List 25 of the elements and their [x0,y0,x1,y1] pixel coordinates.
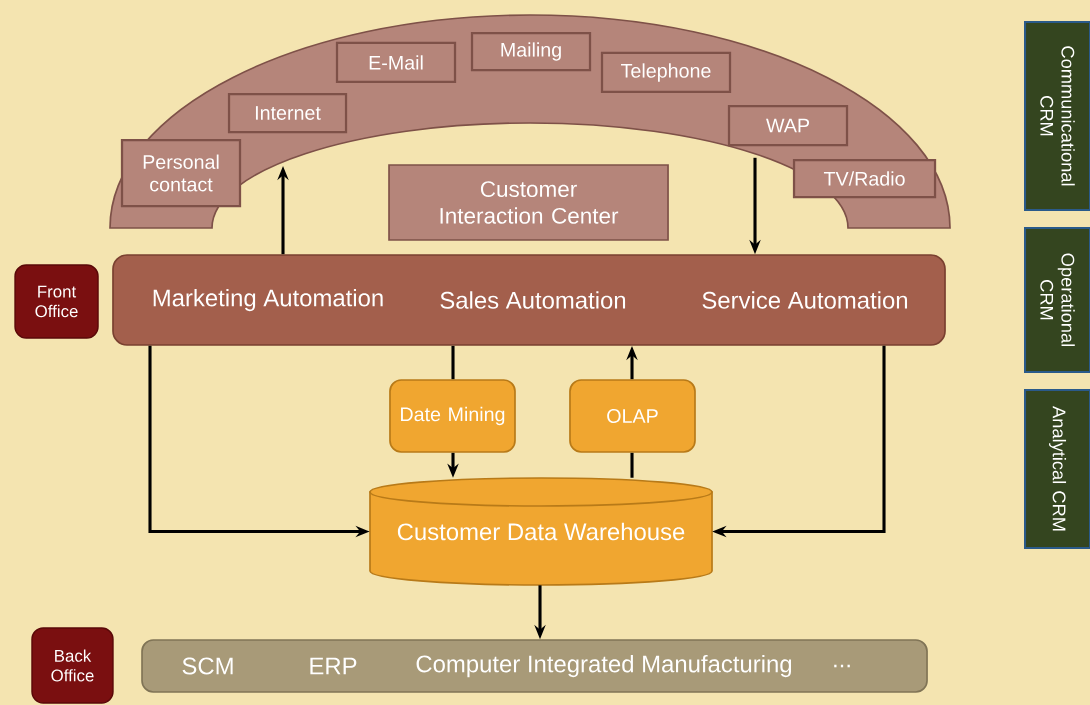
crm-layer-box: Communicational CRM [1023,20,1090,212]
channel-box: Internet [227,92,348,134]
office-box: Back Office [31,627,114,704]
channel-box: Personal contact [120,138,242,208]
office-box: Front Office [14,264,99,339]
database-cylinder: Customer Data Warehouse [369,477,713,586]
channel-box: WAP [727,104,849,147]
bar-label: ... [834,664,850,668]
bar-label: SCM [182,657,233,675]
bar-label: Sales Automation [440,291,626,309]
back-office-bar [141,639,928,693]
analysis-box: OLAP [569,379,696,453]
bar-label: Marketing Automation [153,288,383,312]
interaction-center-box: Customer Interaction Center [388,164,669,241]
channel-box: TV/Radio [792,158,937,199]
channel-box: Mailing [470,31,592,72]
bar-label: Service Automation [702,291,907,309]
crm-layer-box: Operational CRM [1023,226,1090,374]
crm-layer-box: Analytical CRM [1023,388,1090,550]
analysis-box: Date Mining [389,379,516,453]
channel-box: Telephone [600,51,732,94]
bar-label: Computer Integrated Manufacturing [416,654,792,678]
bar-label: ERP [310,657,357,675]
channel-box: E-Mail [335,41,457,84]
automation-bar [112,254,946,346]
